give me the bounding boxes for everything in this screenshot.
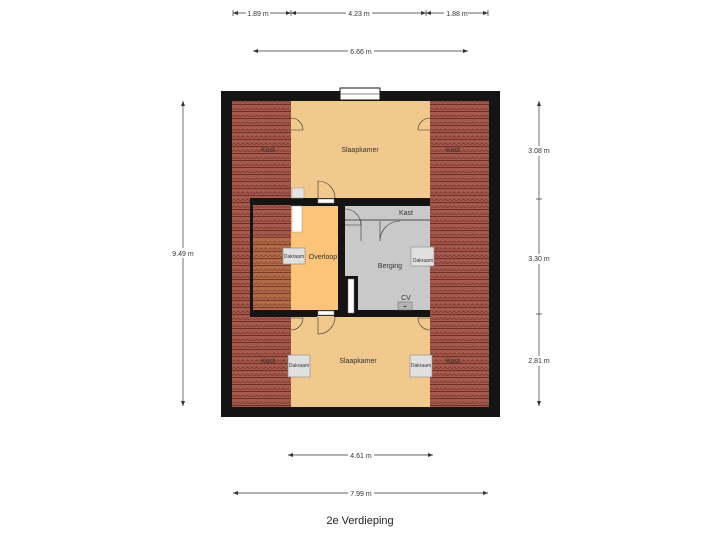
dim-top-left: 1.89 m <box>247 11 269 18</box>
label-kast-bottom-right: Kast <box>446 358 460 365</box>
stair-block-top <box>291 187 305 199</box>
label-dakraam-berging: Dakraam <box>413 258 433 264</box>
dim-right-bottom: 2.81 m <box>528 358 550 365</box>
dim-top-mid: 4.23 m <box>348 11 370 18</box>
dim-bottom-overall: 7.99 m <box>350 491 372 498</box>
label-kast-top-right: Kast <box>446 147 460 154</box>
floor-title: 2e Verdieping <box>326 515 394 527</box>
dakraam-berging <box>410 246 435 267</box>
label-dakraam-bottom-left: Dakraam <box>289 363 309 369</box>
label-slaapkamer-bottom: Slaapkamer <box>339 358 377 365</box>
dim-bottom-inner: 4.61 m <box>350 453 372 460</box>
cv-unit <box>397 301 413 311</box>
dim-right-mid: 3.30 m <box>528 256 550 263</box>
label-slaapkamer-top: Slaapkamer <box>341 147 379 154</box>
dim-top-right: 1.88 m <box>446 11 468 18</box>
roof-slope-right <box>430 101 489 407</box>
dim-right-top: 3.08 m <box>528 148 550 155</box>
doors <box>290 117 431 335</box>
label-kast-bottom-left: Kast <box>261 358 275 365</box>
dakraam-bottom-left <box>287 354 311 378</box>
stair-block <box>291 205 303 233</box>
shaft <box>347 278 355 314</box>
closet-rail <box>345 219 430 221</box>
label-kast-center: Kast <box>399 210 413 217</box>
dakraam-bottom-right <box>409 354 433 378</box>
label-kast-top-left: Kast <box>261 147 275 154</box>
label-dakraam-overloop: Dakraam <box>284 254 304 260</box>
label-berging: Berging <box>378 263 402 270</box>
label-overloop: Overloop <box>309 254 338 261</box>
label-cv: CV <box>401 295 411 302</box>
bedroom-top <box>291 101 430 198</box>
svg-text:▪▪: ▪▪ <box>403 304 407 310</box>
dim-left-overall: 9.49 m <box>172 251 194 258</box>
dakraam-overloop <box>282 247 306 265</box>
label-dakraam-bottom-right: Dakraam <box>411 363 431 369</box>
bedroom-bottom <box>291 316 430 407</box>
dim-top-overall: 6.66 m <box>350 49 372 56</box>
